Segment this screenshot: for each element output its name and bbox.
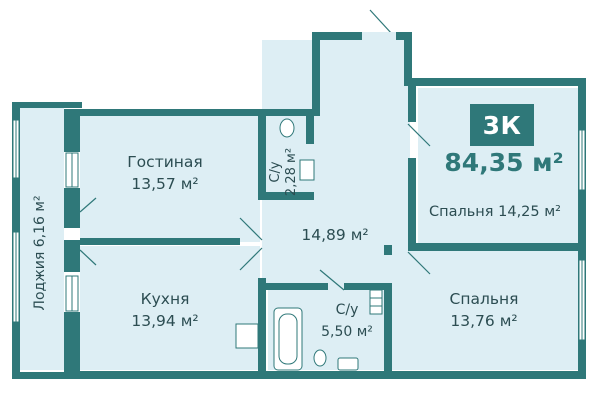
wall — [64, 188, 80, 228]
wall — [408, 158, 416, 251]
bedroom-2-floor — [388, 250, 578, 370]
wall — [12, 372, 82, 379]
kitchen-name: Кухня — [140, 290, 190, 308]
bedroom-1-label: Спальня 14,25 м² — [414, 201, 576, 223]
wall — [344, 283, 388, 290]
wc-name: С/у — [268, 161, 283, 183]
bathtub-inner — [278, 313, 298, 365]
entrance-door — [369, 9, 393, 35]
wall — [64, 109, 80, 152]
living-room-area: 13,57 м² — [131, 175, 199, 193]
kitchen-area: 13,94 м² — [131, 312, 199, 330]
hall-label: 14,89 м² — [280, 224, 390, 246]
door-swing — [79, 249, 97, 266]
wc-toilet — [279, 118, 295, 138]
wall — [12, 102, 82, 108]
wall — [64, 371, 586, 379]
wc-label: С/у 2,28 м² — [268, 142, 304, 202]
door-swing — [407, 123, 431, 147]
wall — [384, 283, 392, 378]
kitchen-label: Кухня 13,94 м² — [100, 288, 230, 332]
window-glazing — [15, 120, 583, 340]
wc-sink — [299, 159, 315, 181]
wall — [80, 238, 240, 245]
door-swing — [407, 251, 431, 275]
bathroom-label: С/у 5,50 м² — [302, 299, 392, 343]
wall — [408, 86, 416, 122]
wall — [258, 116, 266, 198]
wall — [430, 243, 586, 251]
wall — [64, 109, 320, 116]
apartment-type-badge: 3К — [470, 104, 534, 146]
bedroom-2-name: Спальня — [449, 290, 519, 308]
living-room-name: Гостиная — [127, 153, 203, 171]
door-swing — [319, 269, 345, 291]
wc-area: 2,28 м² — [284, 147, 299, 197]
wall — [64, 240, 80, 272]
bathroom-area: 5,50 м² — [321, 324, 373, 340]
kitchen-sink — [235, 323, 259, 349]
wall — [408, 243, 434, 251]
door-swing — [239, 217, 263, 241]
loggia-label: Лоджия 6,16 м² — [32, 193, 52, 313]
bedroom-1-text: Спальня 14,25 м² — [429, 204, 561, 220]
bathroom-name: С/у — [335, 302, 359, 318]
wall — [306, 116, 314, 144]
sink — [337, 357, 359, 371]
door-swing — [239, 247, 263, 271]
total-area: 84,35 м² — [444, 148, 564, 177]
living-room-floor — [80, 115, 260, 242]
hall-area: 14,89 м² — [301, 226, 369, 244]
stair-icon — [369, 289, 383, 315]
wall — [384, 245, 392, 255]
wall — [258, 278, 266, 378]
wall — [578, 78, 586, 378]
entrance-gap — [362, 32, 396, 40]
loggia-text: Лоджия 6,16 м² — [32, 195, 48, 311]
doors — [79, 9, 431, 291]
wall — [258, 192, 314, 200]
wall — [258, 283, 328, 290]
toilet — [313, 349, 327, 367]
fixtures — [235, 118, 383, 371]
loggia-floor — [20, 108, 64, 370]
living-room-label: Гостиная 13,57 м² — [100, 151, 230, 195]
bedroom-2-label: Спальня 13,76 м² — [424, 288, 544, 332]
wall — [312, 32, 320, 116]
kitchen-floor — [80, 246, 260, 370]
bedroom-2-area: 13,76 м² — [450, 312, 518, 330]
wall — [404, 32, 412, 84]
wall — [312, 32, 362, 40]
door-swing — [79, 197, 97, 213]
wall — [404, 78, 586, 86]
wall — [64, 312, 80, 379]
floor-areas — [20, 40, 578, 370]
